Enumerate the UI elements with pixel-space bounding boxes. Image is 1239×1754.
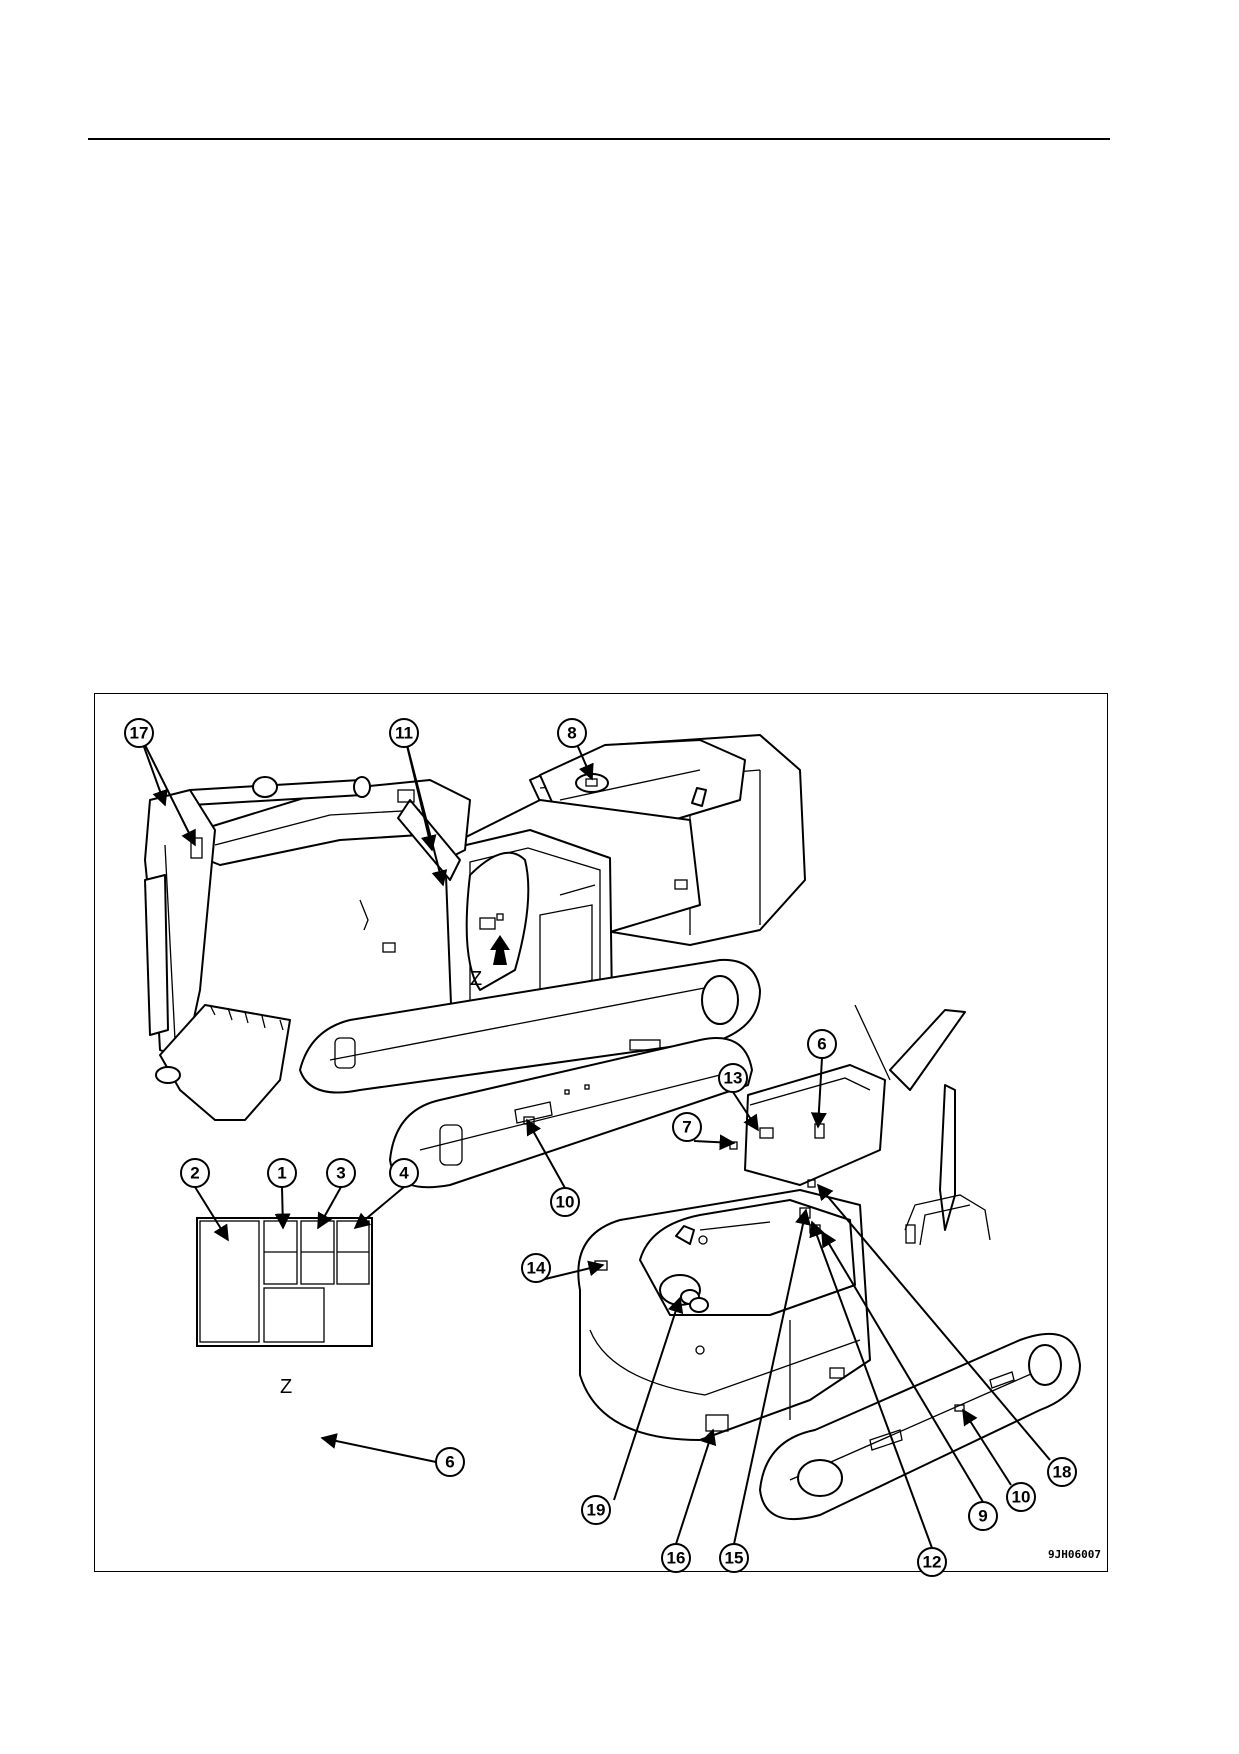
- excavator-front-view: Z: [144, 734, 806, 1189]
- svg-text:12: 12: [923, 1553, 942, 1572]
- svg-text:7: 7: [682, 1118, 691, 1137]
- svg-text:11: 11: [395, 724, 413, 743]
- svg-text:6: 6: [817, 1035, 826, 1054]
- svg-text:6: 6: [445, 1453, 454, 1472]
- callout-4: 4: [389, 1158, 419, 1188]
- callout-10-front: 10: [550, 1187, 580, 1217]
- callout-18: 18: [1047, 1457, 1077, 1487]
- excavator-rear-view: [577, 1004, 1081, 1521]
- z-detail-view: Z: [196, 1217, 373, 1398]
- callout-19: 19: [581, 1495, 611, 1525]
- callout-17: 17: [124, 718, 154, 748]
- svg-text:4: 4: [399, 1164, 409, 1183]
- svg-text:10: 10: [1012, 1488, 1031, 1507]
- svg-text:19: 19: [587, 1501, 606, 1520]
- svg-text:3: 3: [336, 1164, 345, 1183]
- callout-10-rear: 10: [1006, 1482, 1036, 1512]
- svg-text:9: 9: [978, 1507, 987, 1526]
- callout-13: 13: [718, 1063, 748, 1093]
- callout-6-rear: 6: [807, 1029, 837, 1059]
- callout-3: 3: [326, 1158, 356, 1188]
- callout-12: 12: [917, 1547, 947, 1577]
- callout-6-z: 6: [435, 1447, 465, 1477]
- drawing-code: 9JH06007: [1048, 1548, 1101, 1561]
- callout-11: 11: [389, 718, 419, 748]
- svg-text:1: 1: [277, 1164, 286, 1183]
- callout-2: 2: [180, 1158, 210, 1188]
- callout-15: 15: [719, 1543, 749, 1573]
- svg-text:2: 2: [190, 1164, 199, 1183]
- arrow-z-label: Z: [470, 968, 482, 990]
- svg-text:14: 14: [527, 1259, 546, 1278]
- svg-text:17: 17: [130, 724, 149, 743]
- header-rule: [88, 138, 1110, 140]
- callout-16: 16: [661, 1543, 691, 1573]
- safety-label-location-figure: [94, 693, 1108, 1572]
- svg-text:13: 13: [724, 1069, 743, 1088]
- svg-text:8: 8: [567, 724, 576, 743]
- callout-8: 8: [557, 718, 587, 748]
- callout-14: 14: [521, 1253, 551, 1283]
- svg-text:10: 10: [556, 1193, 575, 1212]
- callout-7: 7: [672, 1112, 702, 1142]
- leader-lines: [138, 732, 1051, 1549]
- view-z-label: Z: [280, 1376, 292, 1398]
- svg-text:16: 16: [667, 1549, 686, 1568]
- callout-1: 1: [267, 1158, 297, 1188]
- callout-9: 9: [968, 1501, 998, 1531]
- svg-text:18: 18: [1053, 1463, 1072, 1482]
- svg-text:15: 15: [725, 1549, 744, 1568]
